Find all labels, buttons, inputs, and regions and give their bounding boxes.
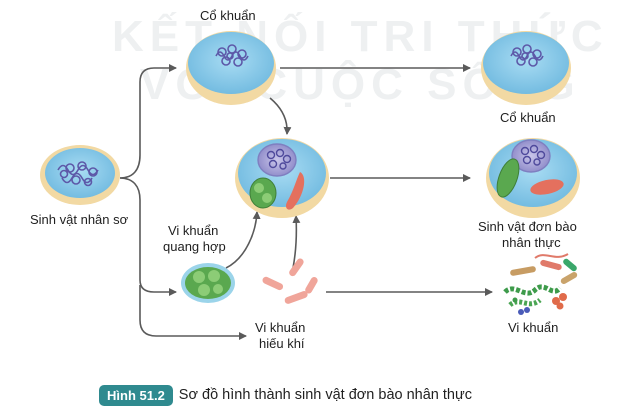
label-photosynthetic-1: Vi khuẩn <box>168 223 219 238</box>
label-eukaryote-2: nhân thực <box>502 235 561 250</box>
engulfing-cell <box>235 138 329 218</box>
label-prokaryote: Sinh vật nhân sơ <box>30 212 129 227</box>
label-archaea-right: Cổ khuẩn <box>500 110 556 125</box>
arrow-archaea-engulf <box>269 97 292 135</box>
label-aerobic-1: Vi khuẩn <box>255 320 306 335</box>
aerobic-bacteria <box>262 258 318 304</box>
arrow-photosynthetic-engulf <box>225 211 261 269</box>
bacteria-cluster <box>503 253 578 315</box>
arrow-branch-middle <box>119 177 177 296</box>
figure-caption: Hình 51.2 Sơ đồ hình thành sinh vật đơn … <box>99 383 472 407</box>
prokaryote-cell <box>40 145 120 205</box>
label-photosynthetic-2: quang hợp <box>163 239 226 254</box>
photosynthetic-bacteria <box>181 263 235 303</box>
archaea-cell-top <box>186 31 276 105</box>
label-aerobic-2: hiếu khí <box>259 336 305 351</box>
label-archaea-top: Cổ khuẩn <box>200 8 256 23</box>
archaea-cell-right <box>481 31 571 105</box>
arrow-aerobic-engulf <box>292 215 301 269</box>
label-bacteria: Vi khuẩn <box>508 320 559 335</box>
eukaryote-cell <box>486 138 580 218</box>
arrow-branch-top <box>119 64 177 179</box>
arrow-branch-bottom <box>139 285 247 340</box>
caption-badge: Hình 51.2 <box>99 384 173 406</box>
arrows <box>119 64 493 340</box>
label-eukaryote-1: Sinh vật đơn bào <box>478 219 577 234</box>
caption-text: Sơ đồ hình thành sinh vật đơn bào nhân t… <box>178 387 472 403</box>
